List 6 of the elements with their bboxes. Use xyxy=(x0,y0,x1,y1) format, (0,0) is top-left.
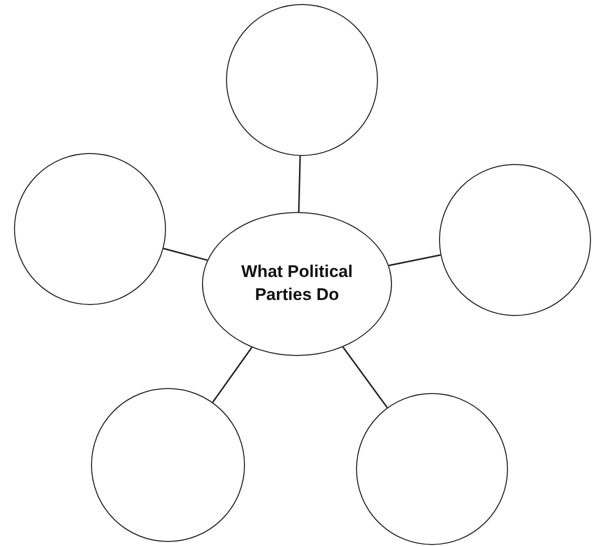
connector-line xyxy=(163,248,208,261)
connector-line xyxy=(212,346,252,403)
connector-line xyxy=(298,156,301,212)
connector-line xyxy=(342,346,388,408)
connector-line xyxy=(388,254,441,266)
node-label: What Political Parties Do xyxy=(240,261,354,306)
